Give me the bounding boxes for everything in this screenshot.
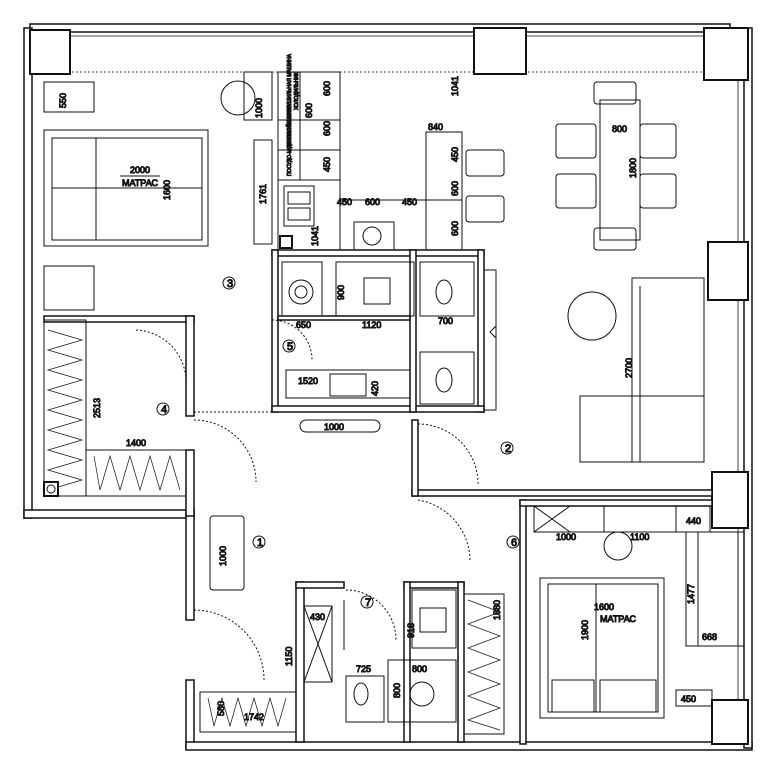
entry-wardrobe: 430 1150 580 1742: [199, 605, 333, 733]
svg-text:1000: 1000: [324, 422, 344, 432]
svg-text:668: 668: [702, 632, 717, 642]
bedroom-3: 550 2000 МАТРАС 1600 1000 1761 3: [43, 71, 273, 311]
svg-text:2700: 2700: [624, 358, 634, 378]
svg-text:МАТРАС: МАТРАС: [122, 178, 159, 188]
svg-text:600: 600: [450, 181, 460, 196]
svg-text:1742: 1742: [244, 712, 264, 722]
svg-text:1120: 1120: [362, 320, 381, 330]
living-room-2: 2700 2: [417, 269, 705, 485]
svg-text:600: 600: [322, 81, 332, 96]
svg-text:450: 450: [322, 157, 332, 172]
svg-text:600: 600: [365, 197, 380, 207]
svg-text:6: 6: [511, 537, 517, 549]
svg-text:2: 2: [505, 443, 511, 455]
svg-text:1900: 1900: [580, 620, 590, 640]
dining: 800 1800: [555, 81, 677, 251]
bedroom-4: 2513 1400 4: [43, 319, 187, 497]
window-lines: [70, 35, 739, 700]
svg-text:3: 3: [227, 278, 233, 290]
svg-text:1600: 1600: [162, 180, 172, 200]
svg-text:1041: 1041: [450, 76, 460, 96]
svg-text:918: 918: [406, 623, 416, 638]
svg-text:1761: 1761: [258, 184, 268, 204]
svg-text:900: 900: [336, 285, 346, 300]
svg-text:600: 600: [322, 121, 332, 136]
svg-text:1100: 1100: [630, 532, 649, 542]
svg-text:ДУХОВОЙ ШКАФ: ДУХОВОЙ ШКАФ: [285, 108, 293, 148]
svg-text:700: 700: [438, 316, 453, 326]
columns: [29, 27, 749, 745]
kitchen: СУШИЛЬНАЯ МАШИНА ХОЛОДИЛЬНИК ДУХОВОЙ ШКА…: [277, 53, 505, 251]
svg-text:450: 450: [337, 197, 352, 207]
svg-text:7: 7: [365, 597, 371, 609]
svg-text:СУШИЛЬНАЯ МАШИНА: СУШИЛЬНАЯ МАШИНА: [287, 53, 293, 110]
svg-text:725: 725: [356, 664, 371, 674]
bathroom-5: 900 650 1120 700 1520 420 1000 5: [271, 261, 475, 433]
svg-text:1600: 1600: [594, 602, 614, 612]
svg-text:2000: 2000: [130, 165, 150, 175]
svg-text:1800: 1800: [628, 158, 638, 178]
svg-text:550: 550: [58, 93, 68, 108]
interior-walls: [43, 249, 713, 745]
hallway-1: 1000 1: [193, 411, 471, 681]
svg-text:840: 840: [428, 122, 443, 132]
svg-text:1000: 1000: [254, 98, 264, 118]
svg-text:1000: 1000: [218, 546, 228, 566]
svg-text:2513: 2513: [92, 398, 102, 418]
svg-text:1400: 1400: [126, 438, 146, 448]
svg-text:ПОСУДО-МОЕЧНАЯ МАШИНА: ПОСУДО-МОЕЧНАЯ МАШИНА: [287, 103, 293, 176]
bedroom-6: 1000 1100 440 1477 668 6 1600 МАТРАС 190…: [506, 505, 745, 719]
svg-text:1520: 1520: [298, 376, 318, 386]
svg-text:600: 600: [450, 221, 460, 236]
svg-text:450: 450: [450, 147, 460, 162]
svg-text:450: 450: [681, 694, 696, 704]
svg-text:1150: 1150: [284, 647, 294, 666]
svg-text:430: 430: [310, 612, 325, 622]
svg-text:580: 580: [216, 701, 226, 716]
svg-text:800: 800: [392, 683, 402, 698]
svg-text:800: 800: [412, 664, 427, 674]
svg-text:МАТРАС: МАТРАС: [600, 614, 637, 624]
svg-text:ХОЛОДИЛЬНИК: ХОЛОДИЛЬНИК: [294, 72, 300, 110]
svg-text:5: 5: [287, 341, 293, 353]
svg-text:440: 440: [686, 516, 701, 526]
svg-text:420: 420: [370, 381, 380, 396]
svg-text:1880: 1880: [492, 600, 502, 620]
bathroom-7: 918 800 800 725 7: [343, 589, 457, 723]
svg-text:1: 1: [257, 537, 263, 549]
exterior-walls: [23, 23, 753, 751]
svg-text:800: 800: [612, 124, 627, 134]
svg-text:450: 450: [402, 197, 417, 207]
svg-text:650: 650: [296, 320, 311, 330]
svg-text:1000: 1000: [556, 532, 576, 542]
svg-text:4: 4: [161, 404, 167, 416]
svg-text:1477: 1477: [686, 584, 696, 604]
svg-text:600: 600: [304, 103, 314, 118]
svg-text:1041: 1041: [310, 226, 320, 246]
wardrobe-6: 1880: [463, 593, 505, 735]
